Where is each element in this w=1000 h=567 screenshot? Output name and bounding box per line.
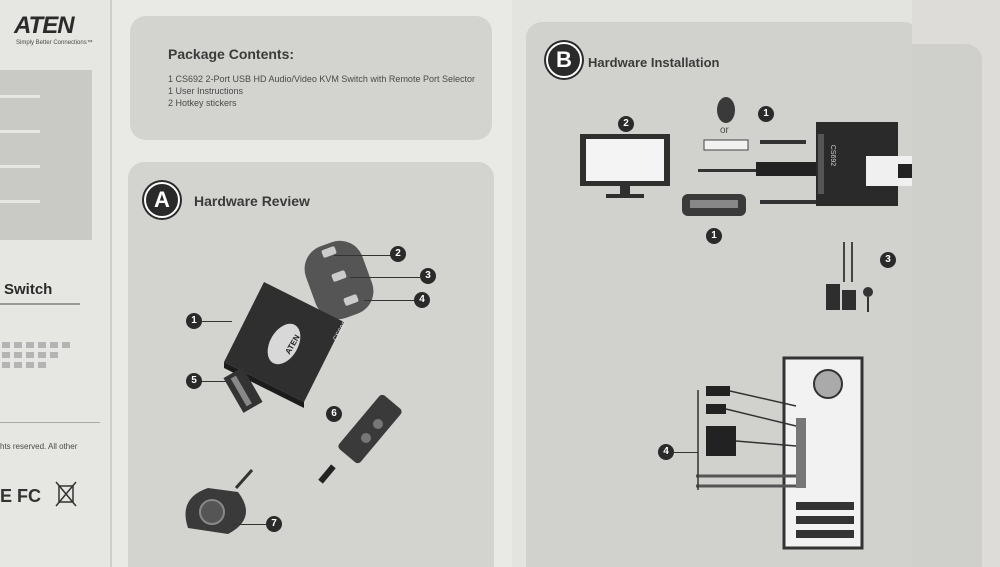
section-a-badge: A bbox=[144, 182, 180, 218]
divider bbox=[0, 422, 100, 423]
divider bbox=[0, 303, 80, 305]
fold-line bbox=[110, 0, 113, 567]
leader-line bbox=[202, 381, 230, 382]
second-device-illustration bbox=[682, 194, 746, 216]
callout-4: 4 bbox=[414, 292, 430, 308]
certification-marks: E FC bbox=[0, 486, 42, 506]
weee-bin-icon bbox=[55, 481, 77, 507]
leader-line bbox=[674, 452, 698, 453]
callout-3: 3 bbox=[880, 252, 896, 268]
middle-panel: Package Contents: 1 CS692 2-Port USB HD … bbox=[112, 0, 512, 567]
package-item: 1 CS692 2-Port USB HD Audio/Video KVM Sw… bbox=[168, 74, 475, 84]
speakers-mic-illustration bbox=[826, 242, 873, 312]
or-label: or bbox=[720, 125, 729, 136]
callout-3: 3 bbox=[420, 268, 436, 284]
cover-stripe bbox=[0, 165, 40, 168]
aten-tagline: Simply Better Connections™ bbox=[16, 40, 93, 46]
leader-line bbox=[202, 321, 232, 322]
callout-4: 4 bbox=[658, 444, 674, 460]
kvm-switch-illustration bbox=[224, 282, 344, 408]
cover-stripe bbox=[0, 130, 40, 133]
remote-port-selector-illustration bbox=[185, 469, 254, 534]
package-heading: Package Contents: bbox=[168, 46, 295, 62]
usb-cable bbox=[760, 140, 806, 144]
port-selector-illustration bbox=[304, 240, 374, 320]
device-label: CS692 bbox=[829, 144, 837, 167]
hardware-review-heading: Hardware Review bbox=[194, 193, 310, 209]
callout-1: 1 bbox=[186, 313, 202, 329]
usb-connector-end bbox=[898, 164, 912, 178]
cover-stripe bbox=[0, 200, 40, 203]
dot-pattern bbox=[2, 342, 70, 368]
pc-tower-illustration bbox=[782, 356, 864, 550]
package-contents-box: Package Contents: 1 CS692 2-Port USB HD … bbox=[130, 16, 492, 140]
package-item: 1 User Instructions bbox=[168, 86, 244, 96]
callout-1: 1 bbox=[706, 228, 722, 244]
right-panel: B Hardware Installation 2 1 or 1 bbox=[512, 0, 912, 567]
usb-cables-illustration bbox=[223, 367, 263, 413]
cover-block bbox=[0, 70, 92, 240]
audio-dongle-illustration bbox=[318, 394, 402, 484]
cover-title: Switch bbox=[4, 281, 53, 298]
pc-cables-illustration bbox=[696, 386, 797, 490]
cable-line bbox=[698, 169, 756, 172]
usb-cable bbox=[760, 200, 816, 204]
section-b-badge: B bbox=[546, 42, 582, 78]
callout-7: 7 bbox=[266, 516, 282, 532]
hardware-installation-box: B Hardware Installation 2 1 or 1 bbox=[526, 22, 912, 567]
next-box bbox=[912, 44, 982, 567]
left-panel: ATEN Simply Better Connections™ Switch h… bbox=[0, 0, 112, 567]
monitor-illustration bbox=[580, 134, 670, 198]
hardware-installation-heading: Hardware Installation bbox=[588, 55, 720, 70]
callout-6: 6 bbox=[326, 406, 342, 422]
callout-2: 2 bbox=[618, 116, 634, 132]
callout-2: 2 bbox=[390, 246, 406, 262]
callout-1: 1 bbox=[758, 106, 774, 122]
hdmi-cable bbox=[756, 162, 816, 176]
keyboard-icon bbox=[703, 139, 749, 151]
right-edge-panel bbox=[912, 0, 1000, 567]
aten-logo: ATEN bbox=[14, 12, 75, 39]
leader-line bbox=[350, 277, 420, 278]
package-item: 2 Hotkey stickers bbox=[168, 98, 237, 108]
leader-line bbox=[364, 300, 414, 301]
leader-line bbox=[334, 255, 394, 256]
mouse-icon bbox=[717, 97, 735, 123]
leader-line bbox=[230, 524, 266, 525]
hardware-review-box: A Hardware Review 2 3 4 CS692 ATEN 1 bbox=[128, 162, 494, 567]
callout-5: 5 bbox=[186, 373, 202, 389]
copyright-text: hts reserved. All other bbox=[0, 442, 78, 451]
cover-stripe bbox=[0, 95, 40, 98]
